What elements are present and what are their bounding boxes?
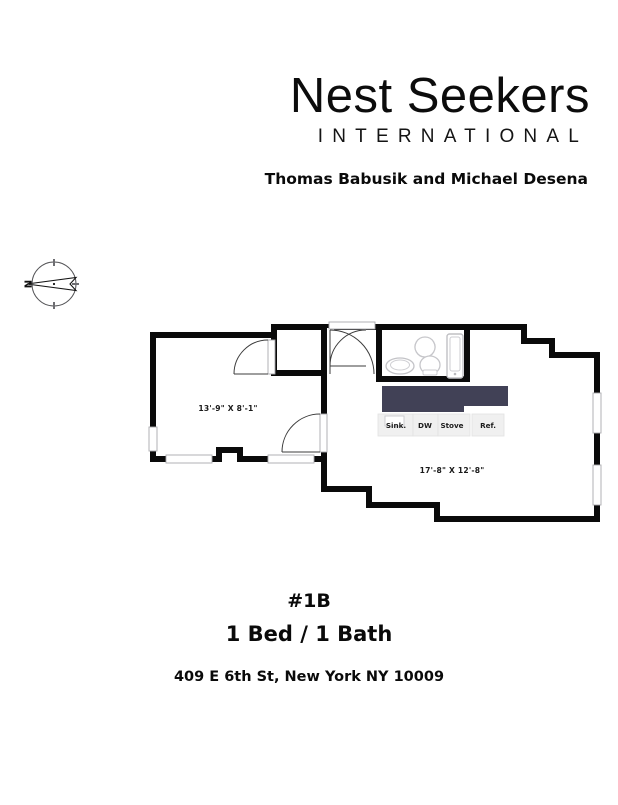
wall-living-right-b [594,428,600,470]
counter-shape [382,386,508,412]
window-bedroom-south-1 [165,454,213,464]
door-leaf-bedroom-hall [319,413,328,453]
living-room-dimension-label: 17'-8" X 12'-8" [419,466,485,475]
door-swing-bedroom-hall [281,413,321,453]
wall-bedroom-step-left [216,447,222,462]
sink-label: Sink. [385,421,407,430]
wall-bath-left [376,324,382,382]
wall-living-bottom-left [321,486,372,492]
door-leaf-bedroom-closet-upper [267,339,276,375]
wall-bedroom-step-top [216,447,243,453]
appliance-box-stove [437,413,471,437]
wall-closet-bottom [271,370,327,376]
toilet-bowl [414,336,436,358]
wall-living-top-c [549,352,600,358]
compass-rose: N [18,248,90,320]
company-logo-suffix: INTERNATIONAL [317,126,588,147]
property-address: 409 E 6th St, New York NY 10009 [173,668,445,685]
bathtub-drain [453,372,457,376]
bathtub-icon [446,333,464,379]
interior-fill [150,324,600,522]
door-leaf-entry [328,321,376,330]
window-bedroom-south-2 [267,454,315,464]
wall-bath-right [464,324,470,382]
bedroom-dimension-label: 13'-9" X 8'-1" [198,404,258,413]
windows-group [148,392,602,506]
door-bedroom-closet-upper [233,339,276,375]
unit-number: #1B [287,590,331,612]
wall-living-right-a [594,352,600,398]
wall-living-step-left-v [366,486,372,508]
agent-names: Thomas Babusik and Michael Desena [264,170,588,188]
wall-bath-bottom [376,376,470,382]
dishwasher-label: DW [418,421,432,430]
sink-basin-plan [384,415,405,427]
compass-north-label: N [24,280,35,288]
wall-closet-top [271,324,327,330]
kitchen-counter [382,386,508,412]
toilet-icon [414,336,441,376]
bathroom-fixtures [385,333,464,379]
door-swing-entry [329,329,375,375]
wall-hall-lower [321,456,327,492]
door-swing-bedroom-closet-upper [233,339,269,375]
wall-living-bottom-mid [366,502,440,508]
wall-living-step-1v [521,324,527,344]
window-bedroom-west [148,426,158,452]
stove-label: Stove [440,421,464,430]
appliance-boxes [377,413,505,437]
company-logo-name: Nest Seekers [289,69,590,123]
bed-bath-summary: 1 Bed / 1 Bath [225,621,393,646]
wall-living-step-bottom-v [434,502,440,522]
compass-needle [26,276,78,292]
window-living-east-1 [592,392,602,434]
wall-living-bottom-right [440,516,600,522]
sink-basin [390,359,410,371]
toilet-tank [422,369,438,376]
compass-svg: N [24,259,79,309]
listing-footer: #1B 1 Bed / 1 Bath 409 E 6th St, New Yor… [0,590,618,686]
unit-outline-fill [150,324,600,522]
appliance-box-ref [471,413,505,437]
wall-bedroom-top [150,332,277,338]
wall-living-step-2v [549,338,555,358]
doors-group [233,321,376,453]
wall-living-top-b [521,338,555,344]
window-living-east-2 [592,464,602,506]
door-bedroom-hall [281,413,328,453]
door-entry [328,321,376,375]
wall-living-right-c [594,500,600,522]
wall-bedroom-left [150,332,156,462]
wall-bedroom-step-right [237,447,243,462]
branding-header: Nest Seekers INTERNATIONAL Thomas Babusi… [0,69,618,189]
bathroom-sink-icon [385,357,415,375]
bathtub-inner [449,336,461,372]
refrigerator-label: Ref. [480,421,496,430]
wall-hall-right [321,324,327,492]
compass-center-dot [52,282,56,286]
door-swing-closet-hall [329,329,367,367]
wall-bath-top [376,324,470,330]
wall-living-top-a [470,324,527,330]
